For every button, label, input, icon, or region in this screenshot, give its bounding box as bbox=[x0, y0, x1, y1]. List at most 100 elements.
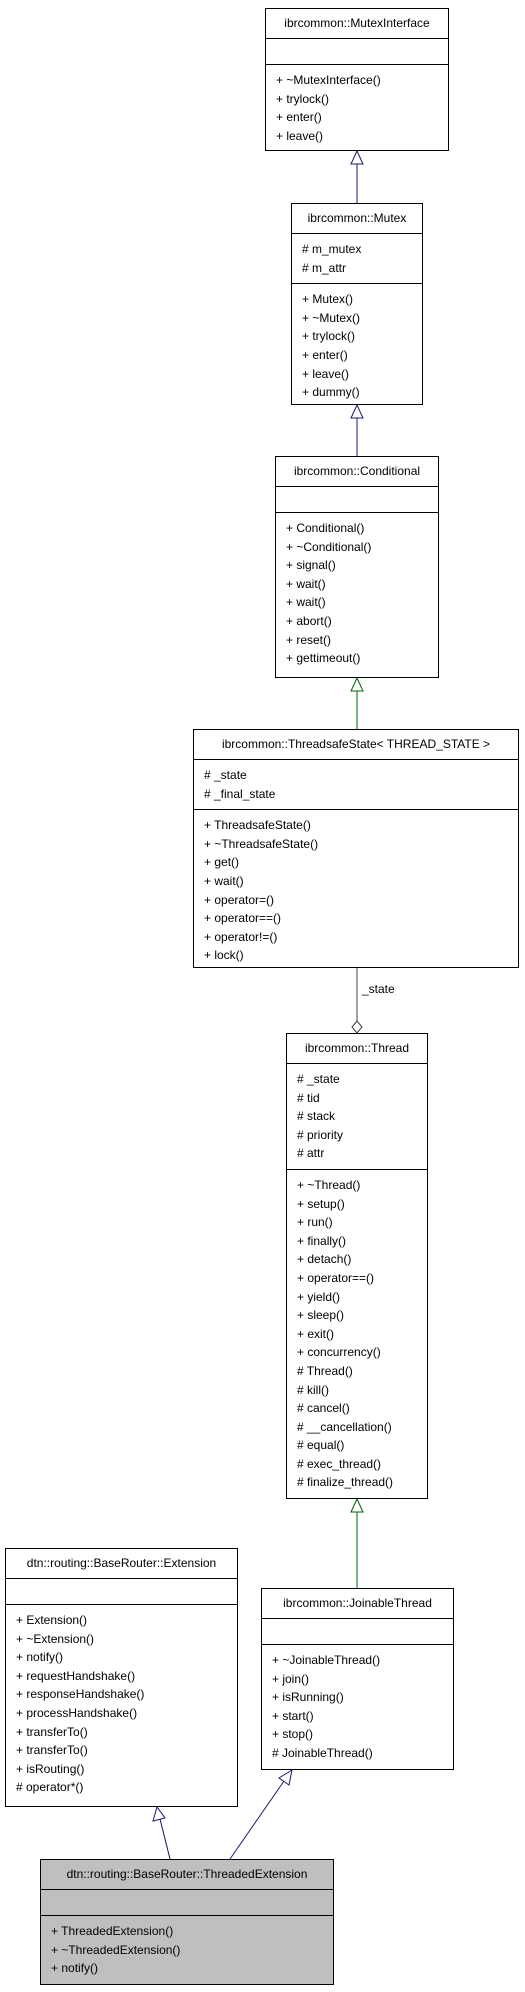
template-arrow-joinablethread-to-thread bbox=[350, 1497, 364, 1588]
method-row: + isRunning() bbox=[272, 1690, 344, 1705]
method-row: + notify() bbox=[16, 1650, 64, 1665]
attributes-section bbox=[41, 1890, 333, 1916]
class-name: ibrcommon::Mutex bbox=[292, 204, 422, 234]
method-row: + responseHandshake() bbox=[16, 1687, 145, 1702]
method-row: + ~MutexInterface() bbox=[276, 73, 381, 87]
method-row: + requestHandshake() bbox=[16, 1668, 136, 1683]
method-row: + operator!=() bbox=[204, 929, 278, 944]
class-box-mutex[interactable]: ibrcommon::Mutex# m_mutex# m_attr+ Mutex… bbox=[291, 203, 423, 405]
attribute-row: # m_attr bbox=[302, 260, 347, 275]
method-row: + ThreadsafeState() bbox=[204, 818, 311, 833]
class-name: ibrcommon::Thread bbox=[287, 1034, 427, 1064]
attributes-section bbox=[276, 487, 438, 513]
method-row: + get() bbox=[204, 855, 240, 870]
inheritance-arrow-mutex-to-mutexinterface bbox=[350, 149, 364, 203]
method-row: + trylock() bbox=[302, 329, 356, 344]
method-row: + ~ThreadedExtension() bbox=[51, 1942, 181, 1957]
method-row: # exec_thread() bbox=[297, 1456, 382, 1471]
method-row: + processHandshake() bbox=[16, 1705, 138, 1720]
attributes-section: # _state# tid# stack# priority# attr bbox=[287, 1064, 427, 1170]
method-row: + leave() bbox=[276, 128, 324, 143]
method-row: + detach() bbox=[297, 1252, 352, 1267]
class-name: ibrcommon::Conditional bbox=[276, 457, 438, 487]
method-row: + ~Extension() bbox=[16, 1631, 95, 1646]
method-row: + operator==() bbox=[297, 1270, 375, 1285]
method-row: + concurrency() bbox=[297, 1345, 381, 1360]
method-row: + ~Conditional() bbox=[286, 539, 372, 554]
methods-section: + ~JoinableThread()+ join()+ isRunning()… bbox=[262, 1645, 453, 1769]
method-row: + run() bbox=[297, 1215, 333, 1230]
method-row: + isRouting() bbox=[16, 1761, 85, 1776]
methods-section: + Conditional() + ~Conditional() + signal(… bbox=[276, 513, 438, 674]
attribute-row: # _state bbox=[204, 768, 247, 782]
class-box-mutexinterface[interactable]: ibrcommon::MutexInterface+ ~MutexInterfa… bbox=[265, 8, 449, 151]
method-row: + setup() bbox=[297, 1196, 345, 1211]
class-box-threadedextension[interactable]: dtn::routing::BaseRouter::ThreadedExtens… bbox=[40, 1859, 334, 1985]
methods-section: + Mutex()+ ~Mutex()+ trylock()+ enter()+… bbox=[292, 284, 422, 408]
method-row: # JoinableThread() bbox=[272, 1745, 373, 1760]
method-row: # __cancellation() bbox=[297, 1419, 392, 1434]
method-row: + ~JoinableThread() bbox=[272, 1653, 381, 1667]
method-row: + gettimeout() bbox=[286, 651, 361, 666]
method-row: + ~ThreadsafeState() bbox=[204, 836, 319, 851]
method-row: + Mutex() bbox=[302, 292, 354, 307]
class-name: dtn::routing::BaseRouter::ThreadedExtens… bbox=[41, 1860, 333, 1890]
method-row: + notify() bbox=[51, 1961, 99, 1976]
methods-section: + ThreadsafeState() + ~ThreadsafeState() +… bbox=[194, 810, 518, 971]
method-row: + reset() bbox=[286, 632, 332, 647]
method-row: # kill() bbox=[297, 1382, 329, 1397]
method-row: + transferTo() bbox=[16, 1724, 88, 1739]
attributes-section bbox=[262, 1619, 453, 1645]
methods-section: + Extension() + ~Extension() + notify() + r… bbox=[6, 1605, 237, 1803]
class-box-joinablethread[interactable]: ibrcommon::JoinableThread+ ~JoinableThre… bbox=[261, 1588, 454, 1770]
method-row: + ~Thread() bbox=[297, 1177, 361, 1192]
attribute-row: # _state bbox=[297, 1072, 340, 1086]
method-row: # cancel() bbox=[297, 1401, 350, 1416]
method-row: + operator=() bbox=[204, 892, 275, 907]
attribute-row: # attr bbox=[297, 1146, 325, 1161]
class-name: dtn::routing::BaseRouter::Extension bbox=[6, 1549, 237, 1579]
inheritance-arrow-threadedextension-to-joinablethread bbox=[229, 1768, 293, 1860]
method-row: + exit() bbox=[297, 1326, 335, 1341]
attribute-row: # _final_state bbox=[204, 786, 276, 801]
class-box-extension[interactable]: dtn::routing::BaseRouter::Extension+ Ext… bbox=[5, 1548, 238, 1807]
attributes-section bbox=[6, 1579, 237, 1605]
attributes-section: # _state # _final_state bbox=[194, 760, 518, 811]
methods-section: + ThreadedExtension()+ ~ThreadedExtensio… bbox=[41, 1916, 333, 1984]
method-row: + enter() bbox=[276, 110, 322, 125]
method-row: + finally() bbox=[297, 1233, 347, 1248]
class-name: ibrcommon::MutexInterface bbox=[266, 9, 448, 39]
method-row: + stop() bbox=[272, 1727, 314, 1742]
method-row: + operator==() bbox=[204, 911, 282, 926]
method-row: + Extension() bbox=[16, 1613, 88, 1627]
method-row: + leave() bbox=[302, 366, 350, 381]
method-row: + abort() bbox=[286, 613, 332, 628]
class-box-thread[interactable]: ibrcommon::Thread# _state# tid# stack# p… bbox=[286, 1033, 428, 1499]
inheritance-arrow-threadedextension-to-extension bbox=[152, 1805, 171, 1860]
class-box-threadsafestate[interactable]: ibrcommon::ThreadsafeState< THREAD_STATE… bbox=[193, 729, 519, 968]
inheritance-arrow-conditional-to-mutex bbox=[350, 403, 364, 456]
method-row: # equal() bbox=[297, 1438, 345, 1453]
method-row: + yield() bbox=[297, 1289, 341, 1304]
method-row: + lock() bbox=[204, 948, 244, 963]
method-row: + wait() bbox=[286, 576, 326, 591]
method-row: + signal() bbox=[286, 558, 336, 573]
usage-arrow-thread-state bbox=[351, 968, 363, 1034]
method-row: # finalize_thread() bbox=[297, 1475, 394, 1490]
edge-label-state: _state bbox=[362, 982, 395, 996]
methods-section: + ~Thread() + setup() + run() + finally() + … bbox=[287, 1170, 427, 1498]
method-row: + dummy() bbox=[302, 385, 360, 400]
method-row: + Conditional() bbox=[286, 521, 365, 535]
method-row: + wait() bbox=[204, 873, 244, 888]
method-row: + trylock() bbox=[276, 91, 330, 106]
attributes-section: # m_mutex# m_attr bbox=[292, 234, 422, 285]
class-name: ibrcommon::ThreadsafeState< THREAD_STATE… bbox=[194, 730, 518, 760]
method-row: + wait() bbox=[286, 595, 326, 610]
method-row: # operator*() bbox=[16, 1780, 84, 1795]
class-box-conditional[interactable]: ibrcommon::Conditional+ Conditional()+ ~… bbox=[275, 456, 439, 678]
class-name: ibrcommon::JoinableThread bbox=[262, 1589, 453, 1619]
method-row: + enter() bbox=[302, 347, 348, 362]
attributes-section bbox=[266, 39, 448, 65]
attribute-row: # priority bbox=[297, 1127, 344, 1142]
